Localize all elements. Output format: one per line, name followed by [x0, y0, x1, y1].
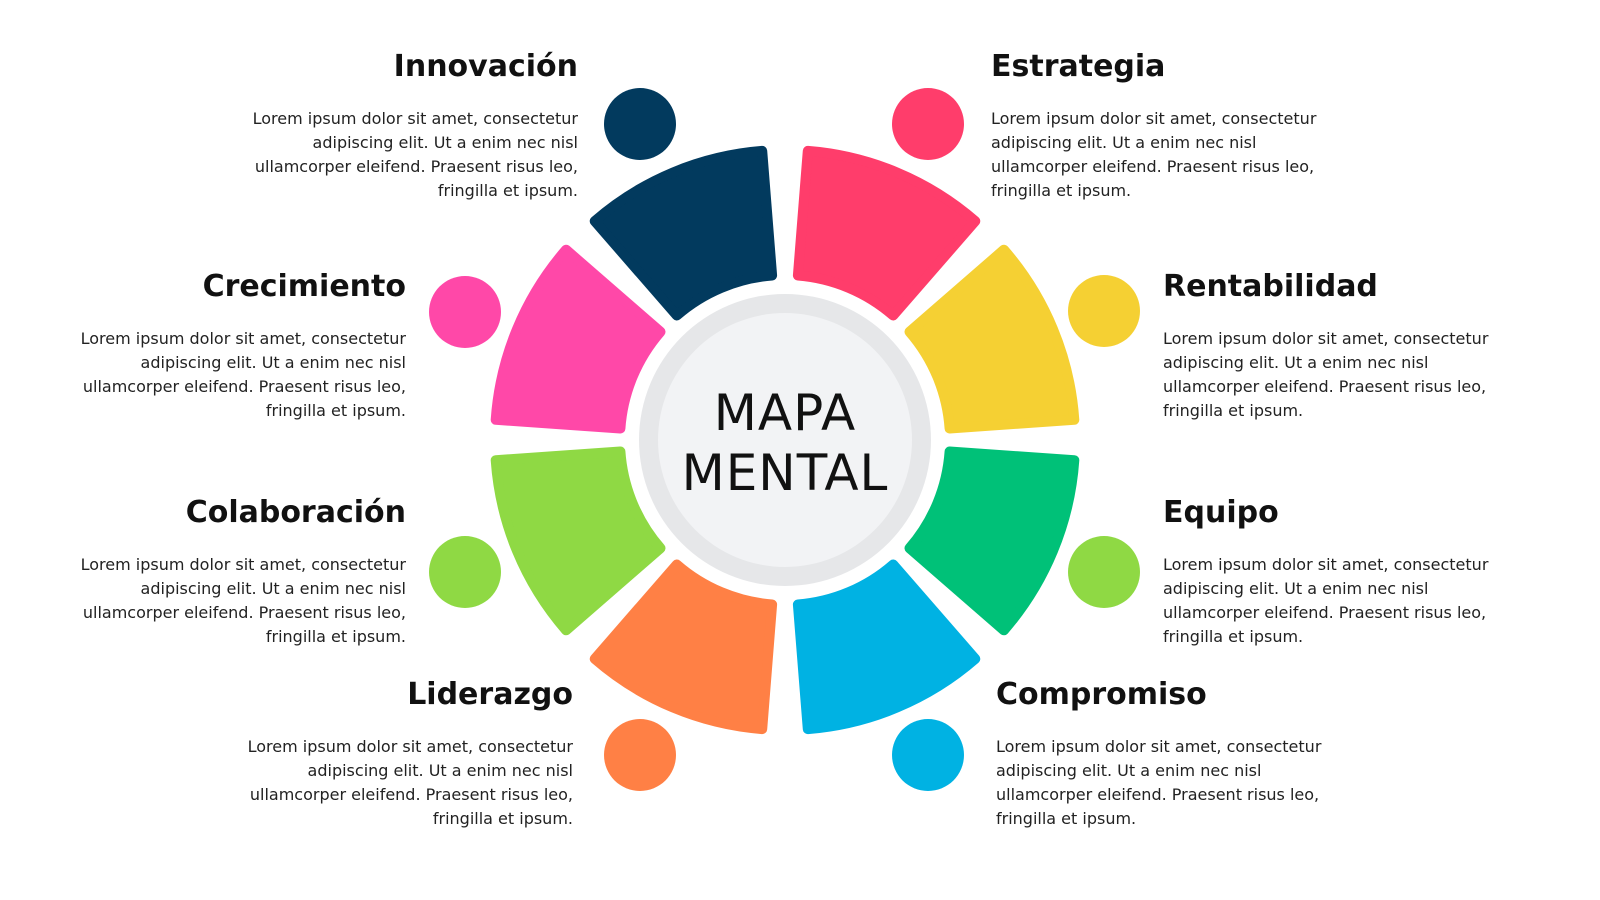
branch-body: Lorem ipsum dolor sit amet, consectetur … — [247, 737, 573, 828]
branch-title: Compromiso — [996, 677, 1207, 712]
hub-core — [658, 313, 912, 567]
branch-body: Lorem ipsum dolor sit amet, consectetur … — [991, 109, 1317, 200]
hub-title-line1: MAPA — [714, 384, 857, 442]
branch-title: Crecimiento — [202, 269, 406, 304]
segment-estrategia — [792, 145, 981, 321]
branch-body: Lorem ipsum dolor sit amet, consectetur … — [1163, 329, 1489, 420]
branch-body: Lorem ipsum dolor sit amet, consectetur … — [252, 109, 578, 200]
branch-estrategia: Estrategia Lorem ipsum dolor sit amet, c… — [991, 49, 1321, 203]
branch-body: Lorem ipsum dolor sit amet, consectetur … — [1163, 555, 1489, 646]
branch-title: Innovación — [393, 49, 578, 84]
hub-title-line2: MENTAL — [682, 444, 889, 502]
branch-compromiso: Compromiso Lorem ipsum dolor sit amet, c… — [996, 677, 1326, 831]
branch-liderazgo: Liderazgo Lorem ipsum dolor sit amet, co… — [243, 677, 573, 831]
branch-title: Colaboración — [185, 495, 406, 530]
branch-title: Equipo — [1163, 495, 1279, 530]
branch-equipo: Equipo Lorem ipsum dolor sit amet, conse… — [1163, 495, 1493, 649]
branch-colaboracion: Colaboración Lorem ipsum dolor sit amet,… — [76, 495, 406, 649]
dot-estrategia — [892, 88, 964, 160]
segment-rentabilidad — [904, 244, 1080, 434]
segment-colaboracion — [490, 446, 666, 636]
dot-colaboracion — [429, 536, 501, 608]
branch-title: Liderazgo — [407, 677, 573, 712]
dot-innovacion — [604, 88, 676, 160]
dot-rentabilidad — [1068, 275, 1140, 347]
branch-body: Lorem ipsum dolor sit amet, consectetur … — [996, 737, 1322, 828]
segment-compromiso — [792, 559, 981, 735]
segment-innovacion — [589, 145, 778, 321]
dot-liderazgo — [604, 719, 676, 791]
segment-equipo — [904, 446, 1080, 636]
segment-crecimiento — [490, 244, 666, 434]
dot-crecimiento — [429, 276, 501, 348]
branch-rentabilidad: Rentabilidad Lorem ipsum dolor sit amet,… — [1163, 269, 1493, 423]
branch-body: Lorem ipsum dolor sit amet, consectetur … — [80, 555, 406, 646]
branch-crecimiento: Crecimiento Lorem ipsum dolor sit amet, … — [76, 269, 406, 423]
segment-liderazgo — [589, 559, 778, 735]
dot-equipo — [1068, 536, 1140, 608]
branch-title: Estrategia — [991, 49, 1166, 84]
branch-innovacion: Innovación Lorem ipsum dolor sit amet, c… — [248, 49, 578, 203]
dot-compromiso — [892, 719, 964, 791]
branch-body: Lorem ipsum dolor sit amet, consectetur … — [80, 329, 406, 420]
branch-title: Rentabilidad — [1163, 269, 1378, 304]
